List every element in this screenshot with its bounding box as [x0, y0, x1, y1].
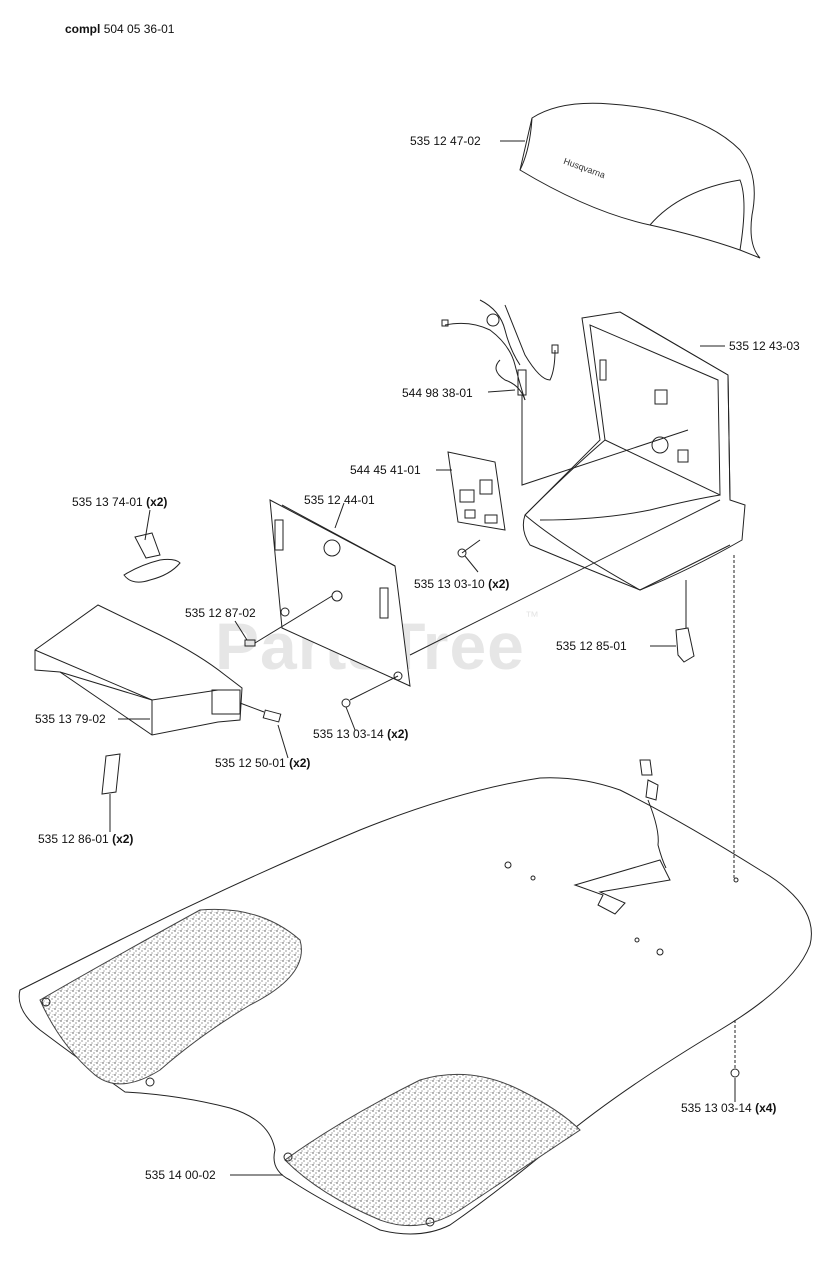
label-screw-base-number: 535 13 03-14	[681, 1101, 752, 1115]
label-cover[interactable]: 535 12 47-02	[410, 134, 481, 148]
base-plate-part	[18, 555, 812, 1235]
label-housing-number: 535 12 43-03	[729, 339, 800, 353]
label-strap-number: 535 12 86-01	[38, 832, 109, 846]
label-screw-plate[interactable]: 535 13 03-14 (x2)	[313, 727, 408, 741]
label-bracket-clip[interactable]: 535 13 74-01 (x2)	[72, 495, 167, 509]
assembly-header: compl 504 05 36-01	[65, 22, 174, 36]
label-cable-harness[interactable]: 544 98 38-01	[402, 386, 473, 400]
label-housing[interactable]: 535 12 43-03	[729, 339, 800, 353]
label-screw-plate-number: 535 13 03-14	[313, 727, 384, 741]
pin-part	[244, 595, 333, 647]
leader-screw-pcb	[464, 555, 479, 573]
plate-part	[269, 499, 721, 687]
label-screw-plate-qty: (x2)	[387, 727, 409, 741]
leader-screw-plate	[345, 706, 356, 731]
label-screw-base-qty: (x4)	[755, 1101, 777, 1115]
label-base-plate-number: 535 14 00-02	[145, 1168, 216, 1182]
label-spacer-qty: (x2)	[289, 756, 311, 770]
label-cover-number: 535 12 47-02	[410, 134, 481, 148]
label-spacer-number: 535 12 50-01	[215, 756, 286, 770]
label-guide[interactable]: 535 13 79-02	[35, 712, 106, 726]
label-strap-qty: (x2)	[112, 832, 134, 846]
screw-pcb-part	[457, 539, 481, 558]
label-cable-harness-number: 544 98 38-01	[402, 386, 473, 400]
bracket-clip-part	[123, 532, 181, 583]
label-connector[interactable]: 535 12 85-01	[556, 639, 627, 653]
label-screw-pcb[interactable]: 535 13 03-10 (x2)	[414, 577, 509, 591]
assembly-prefix: compl	[65, 22, 101, 36]
watermark-tm: ™	[524, 608, 540, 624]
screw-plate-part	[341, 675, 399, 708]
label-guide-number: 535 13 79-02	[35, 712, 106, 726]
assembly-number: 504 05 36-01	[103, 22, 175, 36]
cable-harness-part	[441, 299, 689, 486]
label-plate-number: 535 12 44-01	[304, 493, 375, 507]
label-spacer[interactable]: 535 12 50-01 (x2)	[215, 756, 310, 770]
leader-harness	[487, 389, 516, 393]
leader-bracket	[144, 509, 151, 541]
leader-plate	[334, 502, 345, 529]
guide-part	[34, 604, 243, 736]
label-screw-pcb-number: 535 13 03-10	[414, 577, 485, 591]
label-bracket-clip-number: 535 13 74-01	[72, 495, 143, 509]
label-connector-number: 535 12 85-01	[556, 639, 627, 653]
spacer-part	[239, 702, 282, 723]
label-pin-number: 535 12 87-02	[185, 606, 256, 620]
circuit-board-part	[447, 451, 506, 531]
label-strap[interactable]: 535 12 86-01 (x2)	[38, 832, 133, 846]
label-plate[interactable]: 535 12 44-01	[304, 493, 375, 507]
label-circuit-board-number: 544 45 41-01	[350, 463, 421, 477]
label-bracket-clip-qty: (x2)	[146, 495, 168, 509]
label-screw-base[interactable]: 535 13 03-14 (x4)	[681, 1101, 776, 1115]
connector-part	[675, 580, 695, 663]
label-pin[interactable]: 535 12 87-02	[185, 606, 256, 620]
label-screw-pcb-qty: (x2)	[488, 577, 510, 591]
strap-part	[101, 753, 121, 795]
housing-part	[522, 311, 746, 591]
leader-spacer	[277, 724, 289, 759]
leader-pin	[234, 620, 248, 641]
cover-part: Husqvarna	[519, 102, 761, 259]
label-base-plate[interactable]: 535 14 00-02	[145, 1168, 216, 1182]
label-circuit-board[interactable]: 544 45 41-01	[350, 463, 421, 477]
